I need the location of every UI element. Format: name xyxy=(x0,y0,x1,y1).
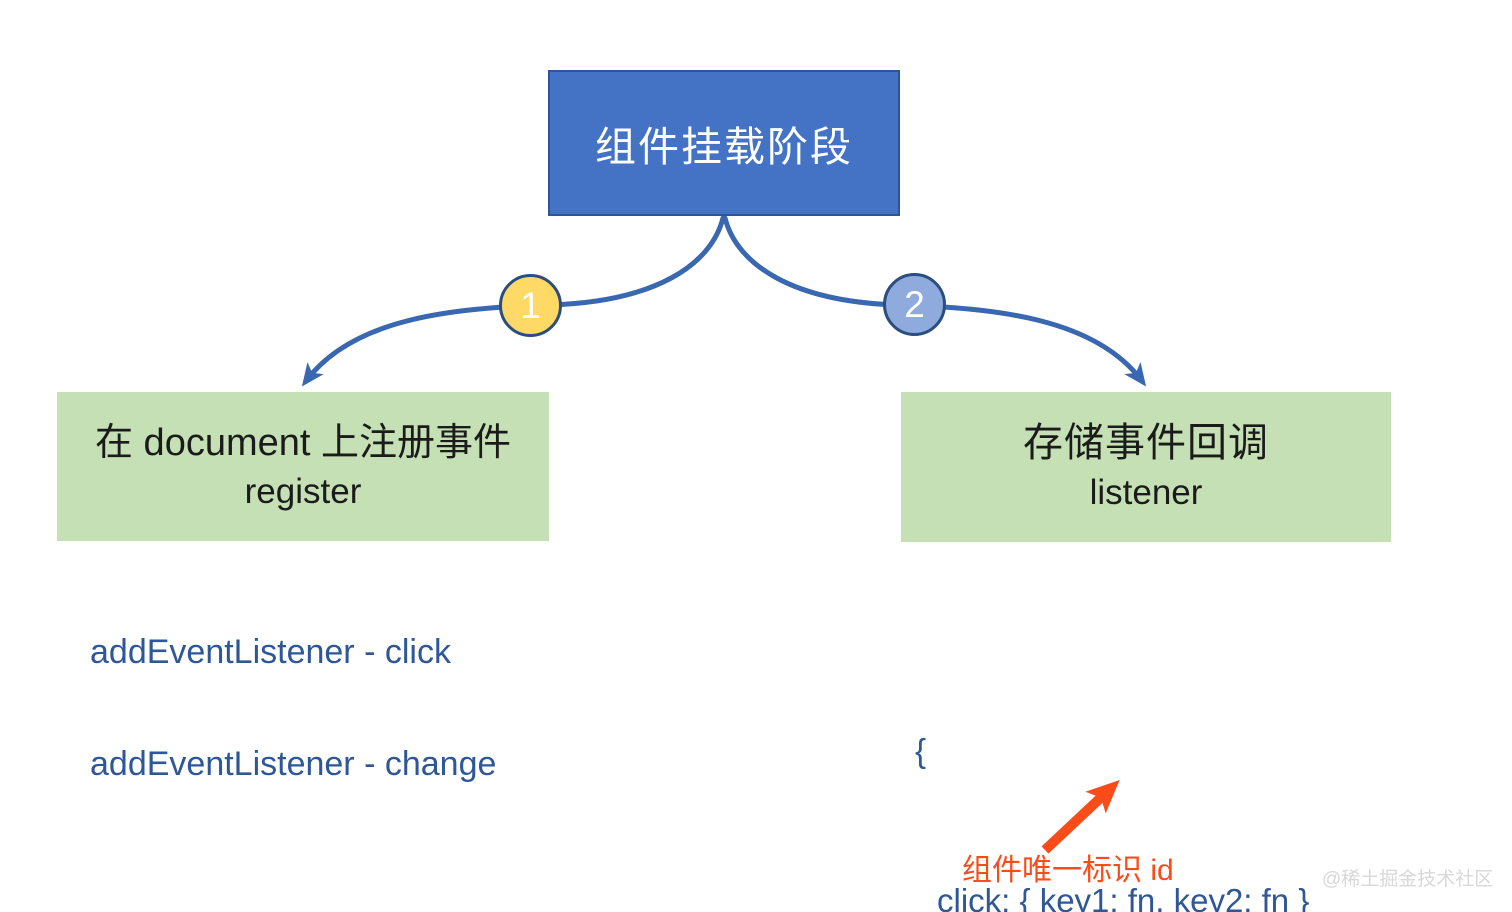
node-listener-subtitle: listener xyxy=(1089,473,1203,513)
annotation-label: 组件唯一标识 id xyxy=(962,854,1174,887)
root-node: 组件挂载阶段 xyxy=(548,70,900,216)
branch-badge-1: 1 xyxy=(499,274,562,337)
note-add-event-listener-click: addEventListener - click xyxy=(90,633,451,671)
branch-badge-1-number: 1 xyxy=(520,284,541,326)
node-listener-title: 存储事件回调 xyxy=(1023,420,1269,465)
code-block: { click: { key1: fn, key2: fn } change: … xyxy=(915,626,1353,912)
node-register-subtitle: register xyxy=(244,471,362,511)
code-line-click: click: { key1: fn, key2: fn } xyxy=(937,882,1310,912)
branch-badge-2: 2 xyxy=(883,273,946,336)
root-node-label: 组件挂载阶段 xyxy=(595,124,853,170)
node-register-title: 在 document 上注册事件 xyxy=(95,421,511,464)
branch-badge-2-number: 2 xyxy=(904,283,925,325)
note-add-event-listener-change: addEventListener - change xyxy=(90,745,497,783)
code-line-open-brace: { xyxy=(915,732,927,769)
watermark: @稀土掘金技术社区 xyxy=(1322,869,1494,890)
node-register: 在 document 上注册事件 register xyxy=(57,392,549,541)
node-listener: 存储事件回调 listener xyxy=(901,392,1391,542)
